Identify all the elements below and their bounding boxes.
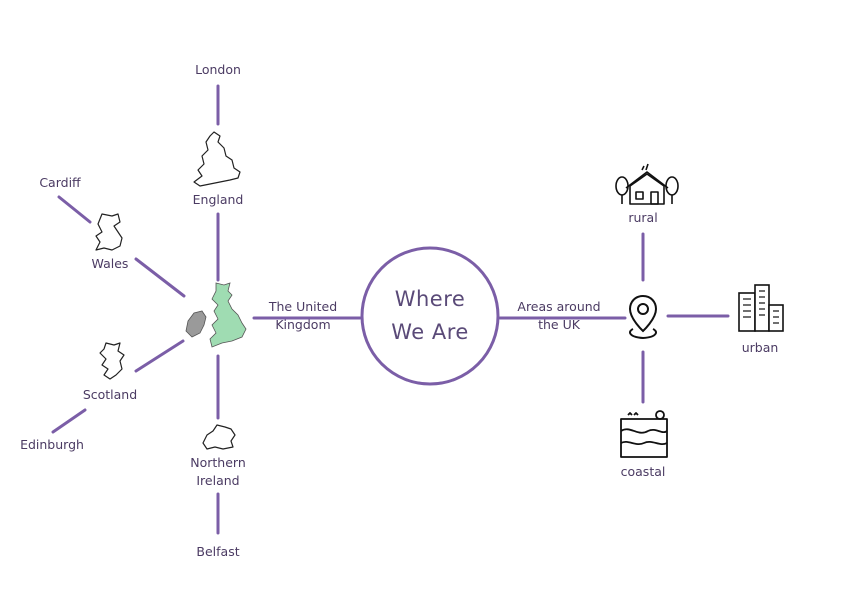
uk-map-icon bbox=[185, 282, 247, 348]
center-title-line2: We Are bbox=[391, 320, 469, 344]
line-edinburgh-scotland bbox=[51, 408, 87, 434]
areas-link-label: Areas around the UK bbox=[504, 298, 614, 334]
england-label: England bbox=[192, 192, 244, 207]
edinburgh-label: Edinburgh bbox=[20, 437, 84, 452]
cardiff-label: Cardiff bbox=[39, 175, 81, 190]
areas-link-line2: the UK bbox=[538, 317, 580, 332]
coastal-label: coastal bbox=[620, 464, 666, 479]
ni-label-line2: Ireland bbox=[196, 473, 240, 488]
rural-label: rural bbox=[628, 210, 658, 225]
scotland-map-icon bbox=[99, 342, 125, 380]
location-pin-icon bbox=[628, 294, 658, 340]
uk-link-line2: Kingdom bbox=[275, 317, 331, 332]
uk-link-label: The United Kingdom bbox=[258, 298, 348, 334]
center-title: Where We Are bbox=[360, 283, 500, 349]
wales-label: Wales bbox=[91, 256, 129, 271]
areas-link-line1: Areas around bbox=[517, 299, 601, 314]
england-map-icon bbox=[193, 131, 241, 187]
ni-label-line1: Northern bbox=[190, 455, 246, 470]
center-circle bbox=[360, 246, 500, 386]
london-label: London bbox=[195, 62, 241, 77]
line-scotland-uk bbox=[134, 339, 185, 373]
urban-buildings-icon bbox=[738, 284, 784, 332]
center-title-line1: Where bbox=[394, 287, 466, 311]
urban-label: urban bbox=[741, 340, 779, 355]
belfast-label: Belfast bbox=[196, 544, 240, 559]
scotland-label: Scotland bbox=[82, 387, 138, 402]
wales-map-icon bbox=[95, 213, 123, 251]
northern-ireland-label: Northern Ireland bbox=[178, 454, 258, 490]
line-cardiff-wales bbox=[57, 195, 92, 224]
line-wales-uk bbox=[134, 257, 186, 298]
coastal-cliff-icon bbox=[620, 410, 668, 458]
rural-house-icon bbox=[615, 163, 679, 205]
northern-ireland-map-icon bbox=[202, 424, 236, 450]
uk-link-line1: The United bbox=[268, 299, 338, 314]
